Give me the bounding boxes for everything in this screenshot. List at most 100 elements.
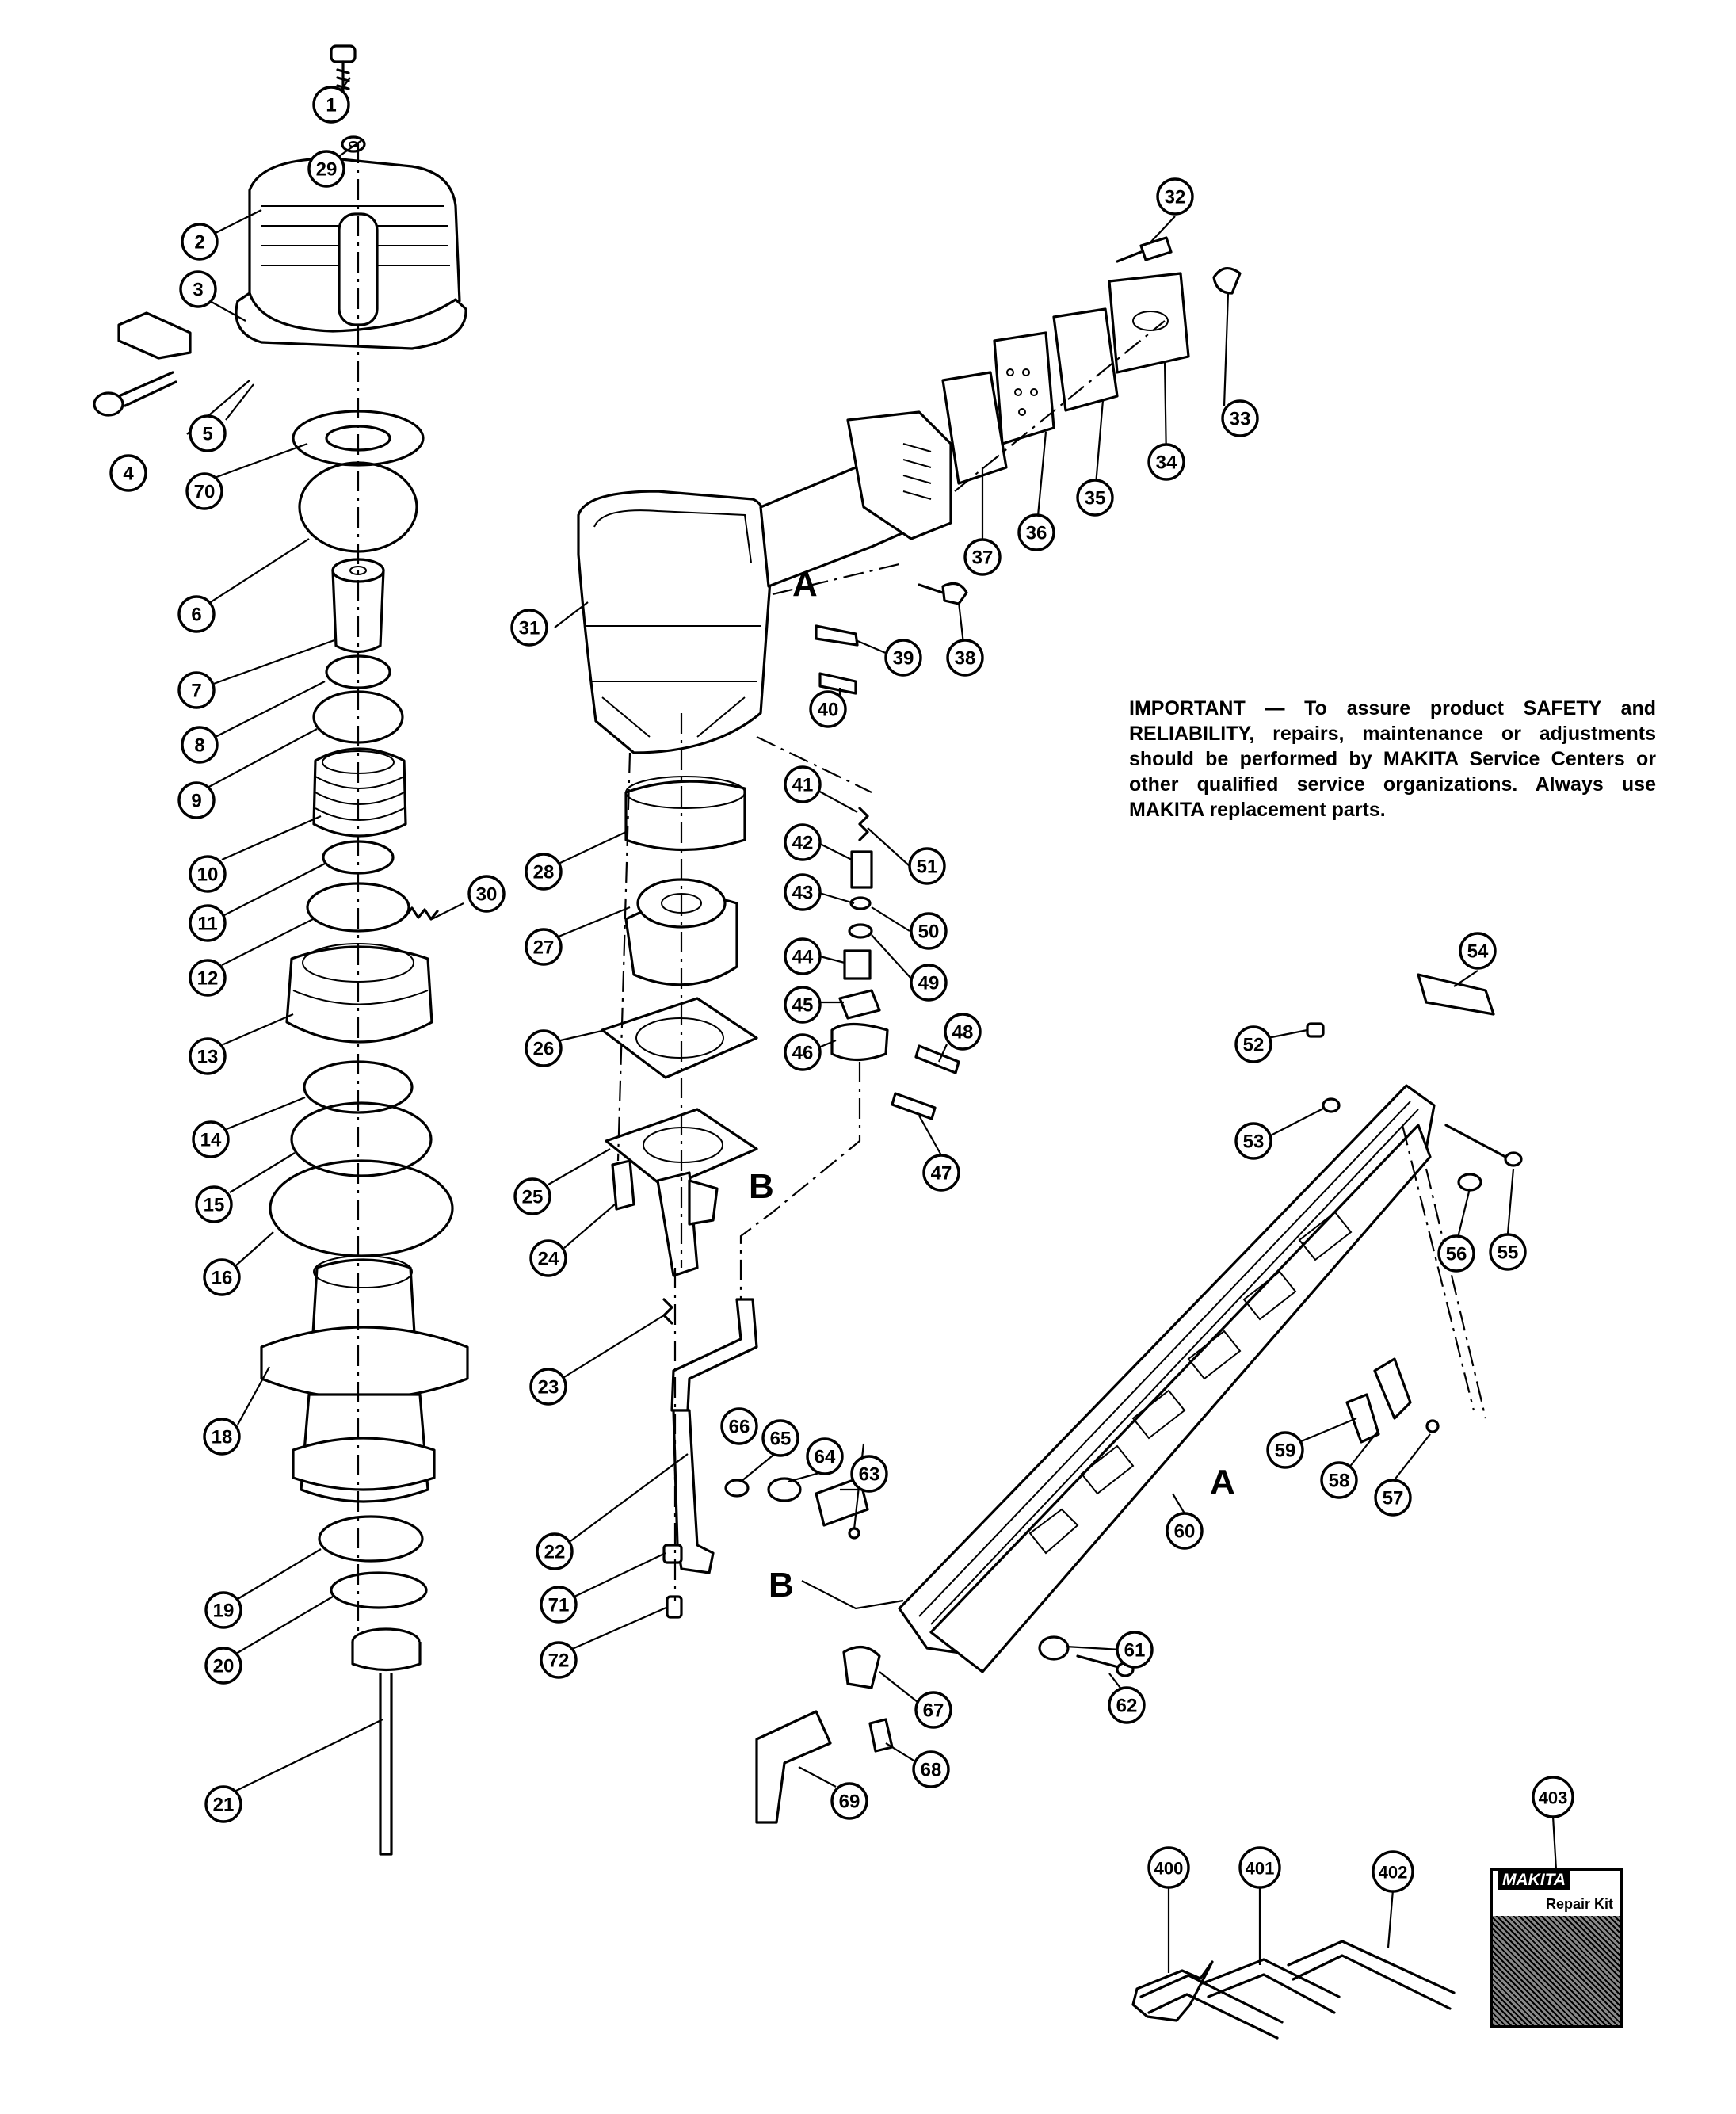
part-label-5: 5: [189, 414, 227, 452]
part-label-50: 50: [910, 912, 948, 950]
part-label-25: 25: [513, 1177, 551, 1215]
part-label-14: 14: [192, 1120, 230, 1158]
svg-text:35: 35: [1085, 488, 1106, 509]
part-label-3: 3: [179, 270, 217, 308]
part-label-9: 9: [177, 781, 216, 819]
part-label-6: 6: [177, 595, 216, 633]
svg-text:45: 45: [792, 995, 814, 1017]
svg-text:15: 15: [204, 1195, 225, 1216]
svg-text:26: 26: [533, 1039, 555, 1060]
part-label-45: 45: [784, 986, 822, 1024]
svg-text:56: 56: [1446, 1244, 1467, 1265]
part-label-15: 15: [195, 1185, 233, 1223]
part-label-71: 71: [540, 1586, 578, 1624]
svg-text:8: 8: [194, 735, 204, 757]
part-label-51: 51: [908, 847, 946, 885]
svg-text:52: 52: [1243, 1035, 1265, 1056]
svg-text:42: 42: [792, 833, 814, 854]
part-label-402: 402: [1372, 1850, 1414, 1893]
svg-text:9: 9: [191, 791, 201, 812]
part-label-53: 53: [1234, 1122, 1272, 1160]
part-label-28: 28: [525, 853, 563, 891]
part-label-10: 10: [189, 855, 227, 893]
part-label-54: 54: [1459, 932, 1497, 970]
part-label-20: 20: [204, 1647, 242, 1685]
part-label-18: 18: [203, 1418, 241, 1456]
callout-a-lower: A: [1210, 1463, 1235, 1502]
part-label-34: 34: [1147, 443, 1185, 481]
svg-text:58: 58: [1329, 1471, 1350, 1492]
repair-kit-name: Repair Kit: [1545, 1896, 1613, 1912]
svg-text:400: 400: [1154, 1859, 1184, 1879]
callout-a-upper: A: [792, 565, 818, 604]
part-label-403: 403: [1532, 1776, 1574, 1818]
part-label-23: 23: [529, 1368, 567, 1406]
part-label-37: 37: [963, 538, 1002, 576]
svg-text:49: 49: [918, 973, 940, 994]
svg-text:70: 70: [194, 482, 216, 503]
part-label-43: 43: [784, 873, 822, 911]
part-label-70: 70: [185, 472, 223, 510]
part-label-66: 66: [720, 1407, 758, 1445]
svg-text:55: 55: [1498, 1242, 1519, 1264]
part-label-39: 39: [884, 639, 922, 677]
part-label-46: 46: [784, 1033, 822, 1071]
part-label-29: 29: [307, 150, 345, 188]
part-label-31: 31: [510, 609, 548, 647]
part-label-12: 12: [189, 959, 227, 997]
part-label-4: 4: [109, 454, 147, 492]
svg-text:20: 20: [213, 1656, 235, 1677]
part-label-63: 63: [850, 1455, 888, 1493]
part-label-32: 32: [1156, 177, 1194, 216]
callout-b-upper: B: [749, 1167, 774, 1206]
svg-text:21: 21: [213, 1795, 235, 1816]
svg-text:30: 30: [476, 884, 498, 906]
part-label-41: 41: [784, 765, 822, 803]
svg-text:401: 401: [1246, 1859, 1275, 1879]
leader-lines: [186, 77, 1515, 1792]
part-label-42: 42: [784, 823, 822, 861]
part-label-67: 67: [914, 1691, 952, 1729]
callout-b-lower: B: [769, 1566, 794, 1605]
part-label-49: 49: [910, 964, 948, 1002]
section-callouts: A B A B: [749, 565, 1235, 1605]
svg-text:12: 12: [197, 968, 219, 990]
svg-text:29: 29: [316, 159, 338, 181]
svg-text:6: 6: [191, 605, 201, 626]
driver-and-trigger-parts: [601, 776, 960, 1619]
svg-text:67: 67: [923, 1700, 944, 1722]
part-label-68: 68: [912, 1750, 950, 1788]
svg-text:54: 54: [1467, 941, 1489, 963]
svg-text:66: 66: [729, 1417, 750, 1438]
part-label-26: 26: [525, 1029, 563, 1067]
svg-text:72: 72: [548, 1650, 570, 1672]
part-label-40: 40: [809, 690, 847, 728]
svg-text:57: 57: [1383, 1488, 1404, 1509]
svg-text:27: 27: [533, 937, 555, 959]
part-label-69: 69: [830, 1782, 868, 1820]
part-label-22: 22: [536, 1532, 574, 1570]
svg-text:47: 47: [931, 1163, 952, 1185]
part-label-58: 58: [1320, 1461, 1358, 1499]
important-notice: IMPORTANT — To assure product SAFETY and…: [1129, 697, 1656, 821]
svg-text:10: 10: [197, 864, 219, 886]
svg-text:28: 28: [533, 862, 555, 883]
svg-text:39: 39: [893, 648, 914, 670]
svg-text:25: 25: [522, 1187, 544, 1208]
svg-text:63: 63: [859, 1464, 880, 1486]
svg-text:11: 11: [197, 914, 217, 935]
part-label-13: 13: [189, 1037, 227, 1075]
repair-kit-brand: MAKITA: [1498, 1871, 1571, 1890]
svg-text:68: 68: [921, 1760, 942, 1781]
svg-text:53: 53: [1243, 1131, 1265, 1153]
part-label-64: 64: [806, 1437, 844, 1475]
svg-text:22: 22: [544, 1542, 566, 1563]
svg-text:60: 60: [1174, 1521, 1196, 1543]
svg-text:41: 41: [792, 775, 814, 796]
part-label-401: 401: [1238, 1846, 1281, 1889]
part-label-7: 7: [177, 671, 216, 709]
svg-text:403: 403: [1539, 1788, 1568, 1808]
svg-text:36: 36: [1026, 523, 1047, 544]
svg-text:48: 48: [952, 1022, 974, 1044]
